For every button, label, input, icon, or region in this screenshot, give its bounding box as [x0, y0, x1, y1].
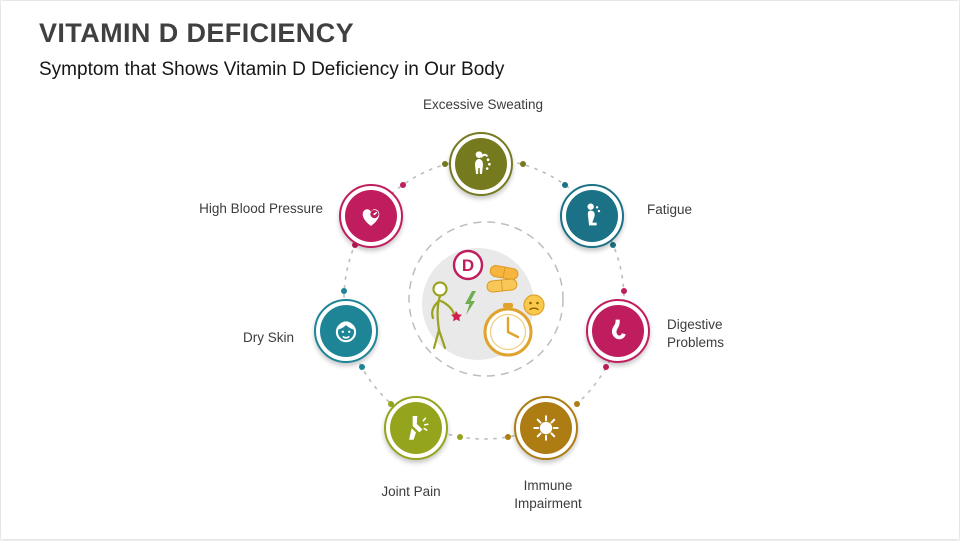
- ring-dot: [442, 161, 448, 167]
- ring-dot: [457, 434, 463, 440]
- virus-icon: [520, 402, 572, 454]
- ring-dot: [621, 288, 627, 294]
- ring-dot: [359, 364, 365, 370]
- ring-dot: [400, 182, 406, 188]
- page-subtitle: Symptom that Shows Vitamin D Deficiency …: [39, 59, 505, 80]
- ring-dot: [574, 401, 580, 407]
- sweating-person-icon: [455, 138, 507, 190]
- heart-icon: [345, 190, 397, 242]
- ring-dot: [603, 364, 609, 370]
- symptom-node-fatigue: [560, 184, 624, 248]
- knee-joint-icon: [390, 402, 442, 454]
- symptom-node-dry-skin: [314, 299, 378, 363]
- center-dashed-circle: [408, 221, 564, 377]
- symptom-label-dry-skin: Dry Skin: [242, 330, 294, 345]
- symptom-label-high-blood-pressure: High Blood Pressure: [199, 201, 323, 216]
- sad-face-icon: [523, 294, 545, 316]
- page-title: VITAMIN D DEFICIENCY: [39, 18, 355, 48]
- symptom-label-fatigue: Fatigue: [647, 202, 693, 217]
- ring-dot: [520, 161, 526, 167]
- ring-dot: [341, 288, 347, 294]
- symptom-node-excessive-sweating: [449, 132, 513, 196]
- ring-dot: [562, 182, 568, 188]
- symptom-label-joint-pain: Joint Pain: [381, 484, 441, 499]
- symptom-node-joint-pain: [384, 396, 448, 460]
- symptom-label-excessive-sweating: Excessive Sweating: [422, 97, 544, 112]
- pills-icon: [486, 265, 519, 293]
- fatigued-person-icon: [566, 190, 618, 242]
- ring-dot: [505, 434, 511, 440]
- symptom-node-immune-impairment: [514, 396, 578, 460]
- symptom-label-digestive-problems: Digestive Problems: [667, 317, 725, 351]
- stomach-icon: [592, 305, 644, 357]
- ring-dot: [388, 401, 394, 407]
- svg-text:D: D: [462, 256, 474, 275]
- ring-dot: [352, 242, 358, 248]
- symptom-node-high-blood-pressure: [339, 184, 403, 248]
- vitamin-d-badge: D: [452, 249, 484, 281]
- symptom-label-immune-impairment: Immune Impairment: [514, 478, 582, 512]
- clock-icon: [483, 303, 533, 357]
- lightning-icon: [465, 291, 476, 315]
- pain-spark-icon: [451, 311, 462, 322]
- ring-dot: [610, 242, 616, 248]
- person-icon: [431, 281, 456, 350]
- center-illustration: D: [408, 221, 564, 377]
- symptom-node-digestive-problems: [586, 299, 650, 363]
- face-icon: [320, 305, 372, 357]
